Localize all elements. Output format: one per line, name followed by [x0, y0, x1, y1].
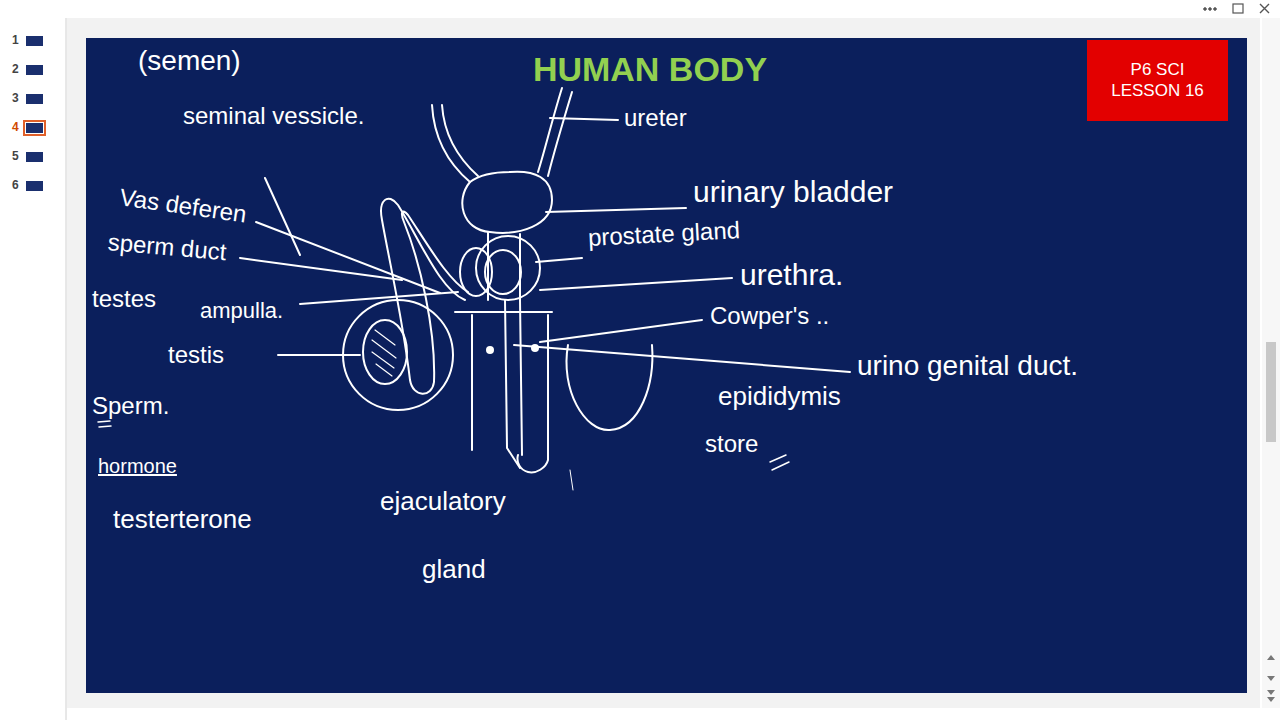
urino-genital-leader — [514, 345, 850, 372]
urethra-lines — [505, 300, 522, 468]
part-label: urinary bladder — [693, 175, 893, 210]
cowpers-leader — [540, 320, 702, 342]
testis-leader — [278, 354, 360, 356]
left-ureter — [432, 105, 478, 182]
thumbnail-highlight — [24, 121, 45, 135]
menu-dot — [1214, 8, 1217, 11]
menu-dot — [1204, 8, 1207, 11]
bladder-outline — [462, 172, 552, 233]
window-buttons — [1204, 4, 1269, 13]
thumbnail — [26, 36, 43, 46]
menu-dot — [1209, 8, 1212, 11]
scroll-arrows — [1267, 655, 1275, 702]
part-label: testes — [92, 285, 156, 313]
sperm-underline — [98, 421, 111, 427]
slide-number: 1 — [12, 34, 19, 48]
penis-outline — [472, 315, 548, 472]
part-label: Vas deferen — [118, 183, 248, 228]
edit-pane — [67, 18, 1260, 708]
close-icon — [1260, 4, 1269, 13]
pane-divider — [66, 18, 67, 720]
thumbnail — [26, 65, 43, 75]
bladder-leader — [546, 208, 686, 212]
ampulla-leader — [300, 292, 458, 304]
scrollbar — [1262, 18, 1280, 708]
part-label: sperm duct — [107, 228, 228, 266]
ureter-leader — [550, 118, 618, 120]
sperm-duct-leader — [240, 258, 402, 280]
slide-thumbnails — [24, 36, 45, 191]
slide-number: 3 — [12, 92, 19, 106]
thumbnail — [26, 94, 43, 104]
right-ureter — [538, 88, 572, 176]
cowpers-dots — [486, 344, 539, 354]
slide-title: HUMAN BODY — [533, 50, 767, 89]
part-label: prostate gland — [587, 216, 740, 252]
part-label: urethra. — [740, 258, 843, 293]
part-label: ejaculatory — [380, 487, 506, 517]
part-label: ureter — [624, 104, 687, 132]
part-label: hormone — [98, 455, 177, 478]
stray-mark — [570, 470, 573, 490]
slide-number: 4 — [12, 121, 19, 135]
lesson-badge: P6 SCI LESSON 16 — [1087, 40, 1228, 121]
testis-outline — [363, 320, 407, 384]
part-label: epididymis — [718, 382, 841, 412]
thumbnail — [26, 181, 43, 191]
prostate-leader — [536, 258, 582, 262]
part-label: Sperm. — [92, 392, 169, 420]
vas-deferen-leader — [256, 222, 440, 293]
part-label: (semen) — [138, 45, 241, 77]
lesson-label: P6 SCI LESSON 16 — [1108, 60, 1208, 101]
slide-ground — [86, 38, 1247, 693]
seminal-vessicle-leader — [265, 178, 300, 255]
part-label: Cowper's .. — [710, 302, 829, 330]
part-label: ampulla. — [200, 298, 283, 323]
cowpers-gland-dot — [531, 344, 539, 352]
part-label: urino genital duct. — [857, 350, 1078, 382]
part-label: seminal vessicle. — [183, 100, 403, 132]
part-label: store — [705, 430, 758, 458]
slide-number: 6 — [12, 179, 19, 193]
restore-icon — [1233, 4, 1243, 13]
scroll-thumb — [1266, 342, 1276, 442]
bladder-neck — [488, 232, 520, 300]
slide-number: 5 — [12, 150, 19, 164]
thumbnail — [26, 123, 43, 133]
slide-number: 2 — [12, 63, 19, 77]
pelvic-floor-line — [455, 311, 552, 313]
scrotum-right — [566, 345, 652, 430]
testis-hatching — [372, 330, 396, 376]
part-label: gland — [422, 555, 486, 585]
scroll-track — [1262, 18, 1280, 708]
store-underline — [770, 455, 789, 470]
cowpers-gland-dot — [486, 346, 494, 354]
part-label: testis — [168, 341, 224, 369]
part-label: testerterone — [113, 505, 252, 535]
urethra-leader — [540, 278, 732, 290]
sketch-lines — [98, 88, 850, 490]
prostate-inner — [485, 250, 521, 294]
thumbnail — [26, 152, 43, 162]
